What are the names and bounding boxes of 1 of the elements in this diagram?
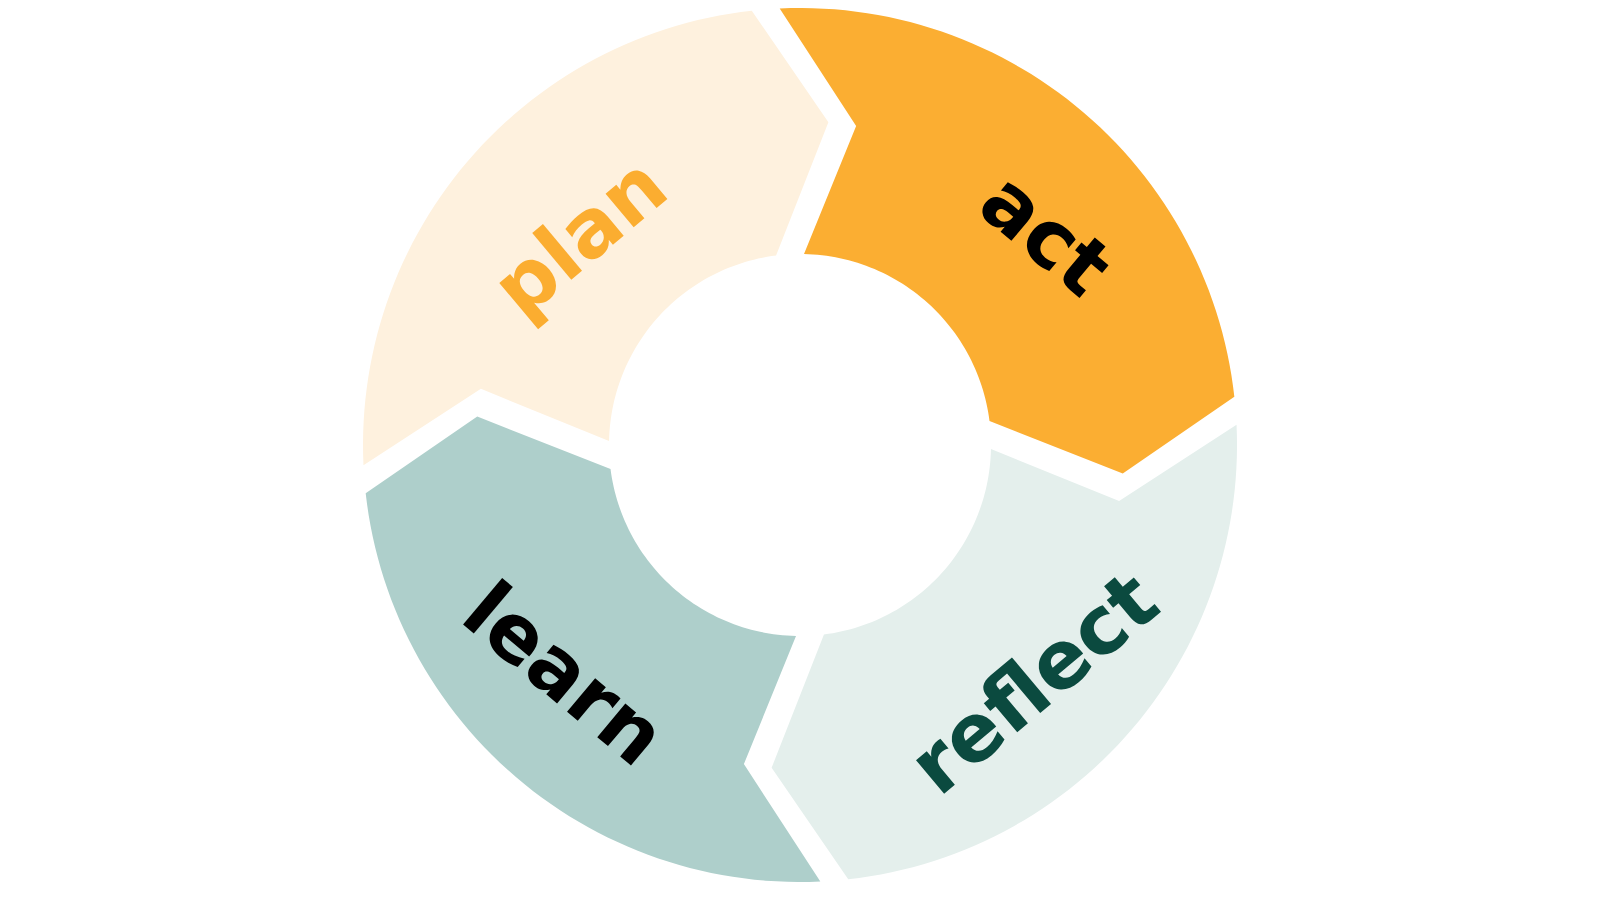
cycle-segment: act xyxy=(779,8,1235,474)
